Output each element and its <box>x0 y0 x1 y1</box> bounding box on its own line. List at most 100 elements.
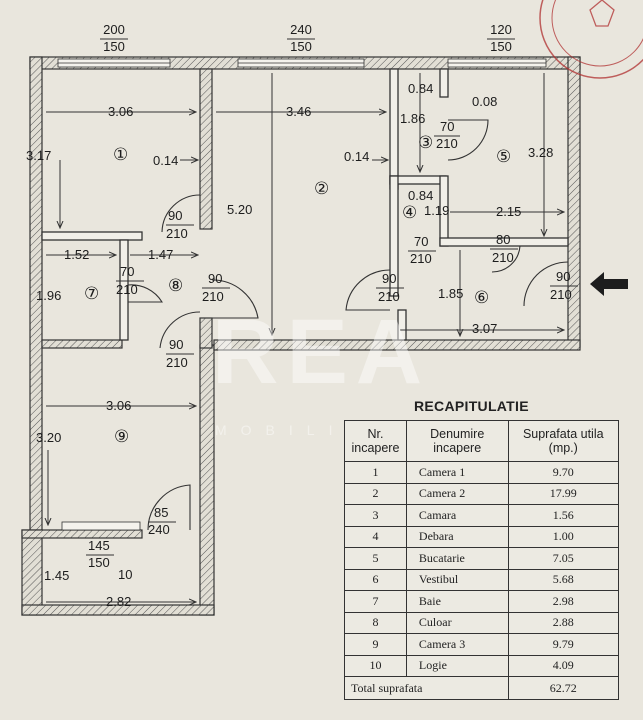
svg-text:240: 240 <box>148 522 170 537</box>
room-number-7: ⑦ <box>84 284 99 303</box>
recap-cell-area: 2.98 <box>507 590 619 613</box>
dim-r3-w: 0.84 <box>408 81 433 96</box>
dim-r8-w: 1.47 <box>148 247 173 262</box>
recap-cell-nr: 3 <box>344 504 407 527</box>
svg-text:210: 210 <box>550 287 572 302</box>
recap-cell-nr: 1 <box>344 461 407 484</box>
recap-col-nr: Nr. incapere <box>344 420 407 462</box>
recap-title: RECAPITULATIE <box>414 398 529 414</box>
recap-cell-nr: 7 <box>344 590 407 613</box>
recap-cell-nr: 8 <box>344 611 407 634</box>
svg-text:145: 145 <box>88 538 110 553</box>
top-dim-1-top: 200 <box>103 22 125 37</box>
door-swings <box>127 119 569 531</box>
dimension-lines <box>46 73 564 602</box>
top-dim-3-top: 120 <box>490 22 512 37</box>
recap-cell-name: Vestibul <box>405 568 509 591</box>
recap-cell-area: 9.70 <box>507 461 619 484</box>
interior-walls <box>41 68 569 349</box>
recap-cell-nr: 5 <box>344 547 407 570</box>
svg-text:210: 210 <box>410 251 432 266</box>
recap-total-value: 62.72 <box>507 676 619 700</box>
dim-r10-h: 1.45 <box>44 568 69 583</box>
dim-r3-wall: 0.08 <box>472 94 497 109</box>
recap-cell-area: 9.79 <box>507 633 619 656</box>
room-number-5: ⑤ <box>496 147 511 166</box>
recap-cell-name: Baie <box>405 590 509 613</box>
room-number-1: ① <box>113 145 128 164</box>
top-dim-2-top: 240 <box>290 22 312 37</box>
top-dim-2-bottom: 150 <box>290 39 312 54</box>
dim-wall2: 0.14 <box>344 149 369 164</box>
recap-cell-name: Debara <box>405 525 509 548</box>
svg-text:210: 210 <box>202 289 224 304</box>
svg-text:70: 70 <box>440 119 454 134</box>
recap-cell-area: 2.88 <box>507 611 619 634</box>
recap-col-name: Denumire incapere <box>405 420 509 462</box>
dim-r5-w: 2.15 <box>496 204 521 219</box>
svg-text:210: 210 <box>166 355 188 370</box>
top-dimensions: 200 150 240 150 120 150 <box>100 22 515 54</box>
dimension-labels: 3.06 3.17 0.14 3.46 5.20 0.14 0.84 1.86 … <box>26 81 553 609</box>
top-dim-3-bottom: 150 <box>490 39 512 54</box>
recap-cell-area: 17.99 <box>507 482 619 505</box>
recap-cell-name: Logie <box>405 654 509 677</box>
svg-text:85: 85 <box>154 505 168 520</box>
svg-text:210: 210 <box>492 250 514 265</box>
recap-cell-area: 1.56 <box>507 504 619 527</box>
dim-r7-h: 1.96 <box>36 288 61 303</box>
svg-text:80: 80 <box>496 232 510 247</box>
recap-cell-name: Culoar <box>405 611 509 634</box>
dim-r9-h: 3.20 <box>36 430 61 445</box>
svg-text:70: 70 <box>120 264 134 279</box>
svg-text:90: 90 <box>168 208 182 223</box>
recap-table: Nr. incapere Denumire incapere Suprafata… <box>344 420 619 700</box>
dim-r4-w: 0.84 <box>408 188 433 203</box>
recap-cell-area: 4.09 <box>507 654 619 677</box>
recap-total-label: Total suprafata <box>344 676 509 700</box>
recap-cell-nr: 4 <box>344 525 407 548</box>
recap-col-area: Suprafata utila (mp.) <box>507 420 619 462</box>
recap-cell-name: Bucatarie <box>405 547 509 570</box>
room-number-4: ④ <box>402 203 417 222</box>
outer-walls <box>21 56 581 616</box>
svg-text:90: 90 <box>208 271 222 286</box>
recap-cell-nr: 6 <box>344 568 407 591</box>
dim-wall1: 0.14 <box>153 153 178 168</box>
room-numbers: ① ② ③ ④ ⑤ ⑥ ⑦ ⑧ ⑨ 10 <box>84 133 511 582</box>
stamp-icon <box>539 0 643 79</box>
svg-text:70: 70 <box>414 234 428 249</box>
recap-cell-area: 5.68 <box>507 568 619 591</box>
svg-text:210: 210 <box>378 289 400 304</box>
dim-r1-w: 3.06 <box>108 104 133 119</box>
dim-r2-h: 5.20 <box>227 202 252 217</box>
room-number-3: ③ <box>418 133 433 152</box>
svg-text:90: 90 <box>169 337 183 352</box>
room-number-6: ⑥ <box>474 288 489 307</box>
recap-cell-name: Camara <box>405 504 509 527</box>
svg-text:210: 210 <box>166 226 188 241</box>
room-number-2: ② <box>314 179 329 198</box>
recap-cell-name: Camera 1 <box>405 461 509 484</box>
dim-r10-w: 2.82 <box>106 594 131 609</box>
dim-r4-h: 1.19 <box>424 203 449 218</box>
dim-r3-h: 1.86 <box>400 111 425 126</box>
room-number-10: 10 <box>118 567 132 582</box>
